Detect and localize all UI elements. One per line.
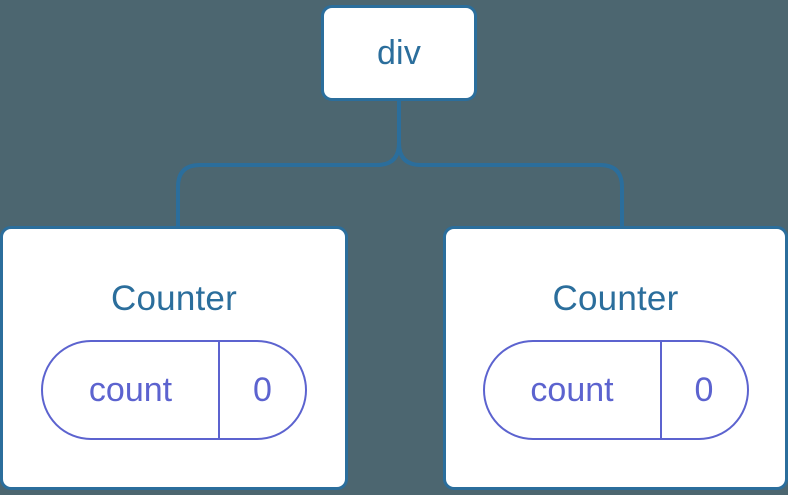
node-counter-1-label: Counter (111, 279, 237, 318)
node-counter-1[interactable]: Counter count 0 (0, 226, 348, 490)
node-counter-2[interactable]: Counter count 0 (443, 226, 788, 490)
node-counter-2-label: Counter (552, 279, 679, 318)
connector-left-branch (176, 99, 401, 228)
state-value-counter-2: 0 (694, 371, 714, 409)
state-pill-counter-2: count 0 (482, 340, 749, 440)
state-pill-counter-1: count 0 (41, 340, 307, 440)
node-div[interactable]: div (321, 5, 477, 101)
node-div-label: div (376, 34, 422, 72)
state-key-counter-1: count (43, 342, 220, 438)
state-key-counter-2: count (485, 342, 662, 438)
connector-right-branch (397, 99, 624, 228)
state-value-counter-1: 0 (253, 371, 272, 409)
